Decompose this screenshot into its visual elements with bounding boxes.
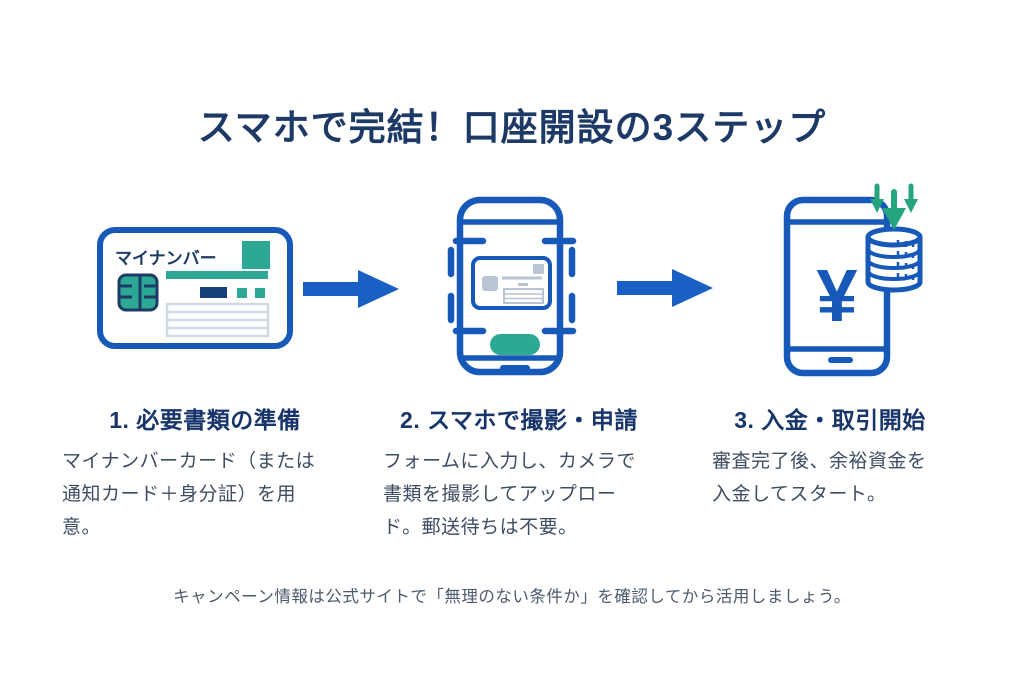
page-title: スマホで完結！口座開設の3ステップ xyxy=(197,107,827,148)
camera-viewfinder-icon xyxy=(447,237,577,335)
mynumber-card-icon: マイナンバー xyxy=(97,227,293,349)
step-3-description: 審査完了後、余裕資金を 入金してスタート。 xyxy=(712,451,927,505)
card-dot-1 xyxy=(237,288,247,298)
step-3-heading: 3. 入金・取引開始 xyxy=(734,407,926,433)
step-2-description: フォームに入力し、カメラで 書類を撮影してアップロー ド。郵送待ちは不要。 xyxy=(383,451,636,538)
smartphone-deposit-icon: ¥ xyxy=(783,183,923,377)
card-dot-2 xyxy=(255,288,265,298)
flow-arrow-icon xyxy=(617,269,713,307)
step-1-heading: 1. 必要書類の準備 xyxy=(109,407,301,433)
ic-chip-icon xyxy=(117,273,159,312)
card-data-block xyxy=(200,287,227,298)
card-address-table xyxy=(165,302,270,338)
step-2-heading: 2. スマホで撮影・申請 xyxy=(400,407,638,433)
step-1-description: マイナンバーカード（または 通知カード＋身分証）を用 意。 xyxy=(62,451,316,538)
home-bar xyxy=(500,365,530,371)
phone-screen-lines xyxy=(460,219,560,361)
card-label: マイナンバー xyxy=(115,249,217,268)
yen-symbol: ¥ xyxy=(816,254,857,337)
shutter-button xyxy=(490,334,540,355)
deposit-arrows-icon xyxy=(870,183,918,230)
smartphone-camera-icon xyxy=(447,196,577,376)
scanned-card-icon xyxy=(471,256,552,310)
home-bar xyxy=(828,357,853,363)
flow-arrow-icon xyxy=(303,270,399,308)
photo-placeholder-icon xyxy=(242,241,270,269)
coin-stack-icon xyxy=(865,226,923,293)
phone-screen-lines xyxy=(787,219,887,352)
card-name-bar xyxy=(166,271,268,279)
footer-note: キャンペーン情報は公式サイトで「無理のない条件か」を確認してから活用しましょう。 xyxy=(173,588,851,606)
